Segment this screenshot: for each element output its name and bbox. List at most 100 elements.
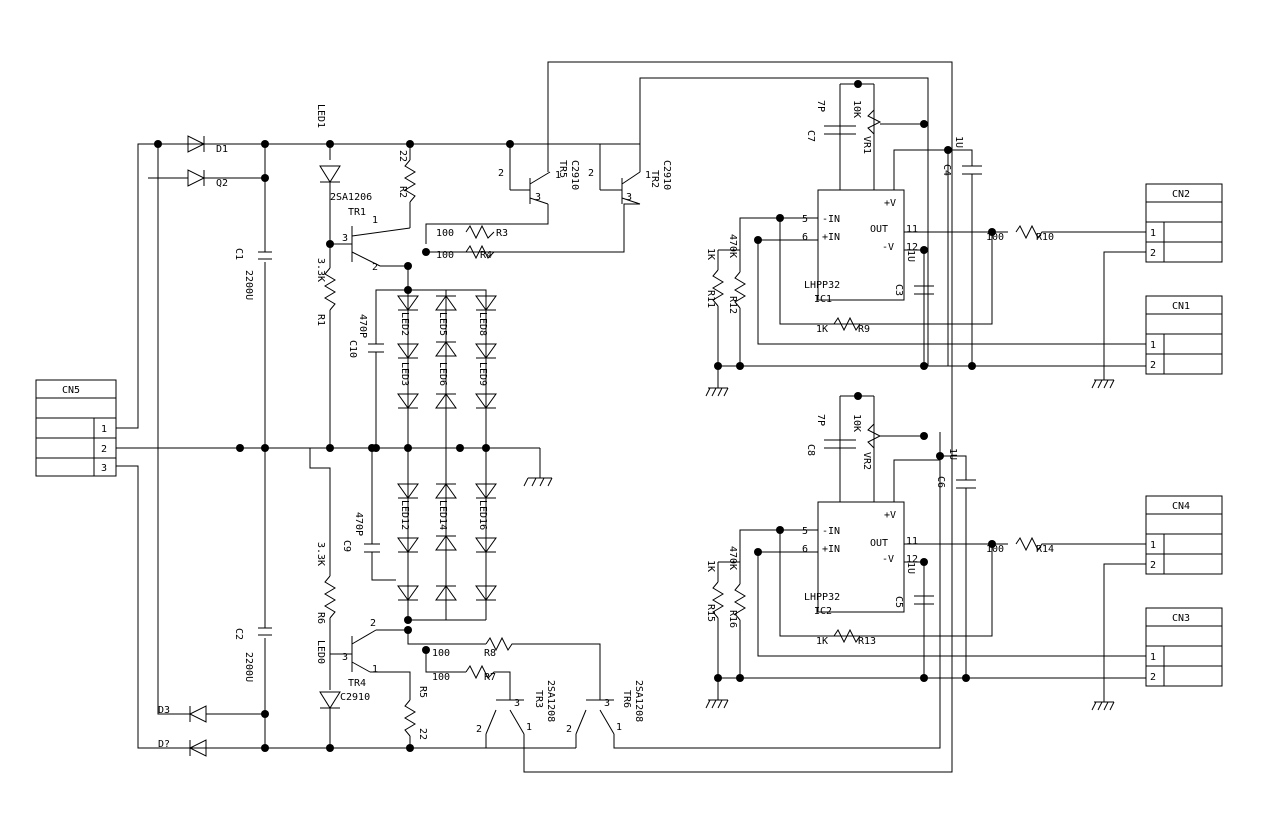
resistor-r2: R2 22 (397, 144, 416, 228)
svg-text:2: 2 (498, 168, 504, 179)
svg-text:R10: R10 (1036, 232, 1054, 243)
svg-text:470P: 470P (357, 314, 368, 338)
svg-text:TR6: TR6 (621, 690, 632, 708)
potentiometer-vr2: 10K VR2 (851, 414, 924, 470)
svg-text:LED14: LED14 (437, 500, 448, 530)
svg-text:R15: R15 (705, 604, 716, 622)
svg-text:3: 3 (535, 192, 541, 203)
cn5-pin1: 1 (101, 424, 107, 435)
svg-text:22: 22 (417, 728, 428, 740)
svg-text:2: 2 (588, 168, 594, 179)
svg-text:LED6: LED6 (437, 362, 448, 386)
svg-text:IC2: IC2 (814, 606, 832, 617)
wire-cn5-pin1 (116, 143, 330, 429)
capacitor-c2: C2 2200U (233, 627, 272, 682)
svg-text:2: 2 (476, 724, 482, 735)
svg-text:R13: R13 (858, 636, 876, 647)
connector-cn4: CN4 1 2 (1145, 495, 1223, 575)
ground-symbol-cn2 (1091, 379, 1115, 389)
svg-text:1K: 1K (816, 324, 828, 335)
junction-dots (154, 80, 996, 752)
svg-text:10K: 10K (851, 414, 862, 432)
svg-text:LED12: LED12 (399, 500, 410, 530)
ic-ic1: -IN +IN OUT -V +V LHPP32 IC1 5 6 11 12 (802, 189, 918, 305)
svg-text:C1: C1 (233, 248, 244, 260)
svg-text:3.3K: 3.3K (315, 258, 326, 282)
svg-text:C2: C2 (233, 628, 244, 640)
svg-text:Q2: Q2 (216, 178, 228, 189)
connector-cn3: CN3 1 2 (1145, 607, 1223, 687)
svg-text:TR3: TR3 (533, 690, 544, 708)
svg-text:R4: R4 (480, 250, 492, 261)
svg-text:2200U: 2200U (243, 270, 254, 300)
transistor-tr4: 231 TR4 C2910 (330, 618, 411, 703)
svg-text:2: 2 (1150, 248, 1156, 259)
resistor-r5: R5 22 (404, 686, 428, 748)
svg-text:-IN: -IN (822, 214, 840, 225)
svg-text:+V: +V (884, 510, 896, 521)
svg-text:R3: R3 (496, 228, 508, 239)
svg-text:2SA1208: 2SA1208 (633, 680, 644, 722)
resistor-r6: R6 3.3K (309, 448, 336, 690)
connector-cn5: CN5 1 2 3 (35, 379, 117, 477)
svg-text:1: 1 (555, 170, 561, 181)
capacitor-c9: C9 470P (341, 448, 396, 581)
resistor-r12: R12 470K (727, 234, 746, 366)
tr1-type: 2SA1206 (330, 192, 372, 203)
svg-text:1: 1 (1150, 228, 1156, 239)
svg-text:100: 100 (436, 250, 454, 261)
svg-text:LED16: LED16 (477, 500, 488, 530)
svg-text:12: 12 (906, 554, 918, 565)
svg-text:2: 2 (566, 724, 572, 735)
ground-symbol-mid (523, 448, 553, 487)
svg-text:1K: 1K (705, 560, 716, 572)
svg-text:C4: C4 (941, 164, 952, 176)
svg-text:-V: -V (882, 554, 894, 565)
resistor-r4: 100 R4 (436, 244, 495, 261)
svg-text:R16: R16 (727, 610, 738, 628)
svg-text:1: 1 (1150, 340, 1156, 351)
svg-text:C8: C8 (805, 444, 816, 456)
svg-text:R14: R14 (1036, 544, 1054, 555)
svg-text:2200U: 2200U (243, 652, 254, 682)
svg-text:LED2: LED2 (399, 312, 410, 336)
svg-text:2: 2 (370, 618, 376, 629)
svg-text:6: 6 (802, 232, 808, 243)
diode-d1: D1 (187, 135, 228, 155)
svg-text:R7: R7 (484, 672, 496, 683)
ground-symbol-ic2 (705, 678, 729, 709)
svg-text:+IN: +IN (822, 544, 840, 555)
svg-text:1U: 1U (953, 136, 964, 148)
svg-text:10K: 10K (851, 100, 862, 118)
svg-text:5: 5 (802, 214, 808, 225)
svg-text:2SA1208: 2SA1208 (545, 680, 556, 722)
svg-text:R8: R8 (484, 648, 496, 659)
led-array-lower: LED12 LED14 LED16 (397, 448, 497, 621)
svg-text:C5: C5 (893, 596, 904, 608)
svg-text:1U: 1U (905, 562, 916, 574)
svg-text:LED0: LED0 (315, 640, 326, 664)
ground-symbol-cn4 (1091, 701, 1115, 711)
svg-text:-IN: -IN (822, 526, 840, 537)
svg-text:7P: 7P (815, 414, 826, 426)
svg-text:R6: R6 (315, 612, 326, 624)
capacitor-c7: C7 7P (805, 100, 856, 142)
svg-text:R2: R2 (397, 186, 408, 198)
svg-text:-V: -V (882, 242, 894, 253)
svg-text:100: 100 (432, 672, 450, 683)
svg-text:3: 3 (626, 192, 632, 203)
capacitor-c4: C4 1U (941, 136, 982, 366)
svg-text:D?: D? (158, 739, 170, 750)
svg-text:3: 3 (342, 652, 348, 663)
svg-text:R12: R12 (727, 296, 738, 314)
svg-text:C7: C7 (805, 130, 816, 142)
svg-text:7P: 7P (815, 100, 826, 112)
svg-text:100: 100 (986, 544, 1004, 555)
capacitor-c3: C3 1U (893, 250, 934, 296)
svg-text:C10: C10 (347, 340, 358, 358)
svg-text:LED5: LED5 (437, 312, 448, 336)
svg-text:C3: C3 (893, 284, 904, 296)
svg-text:LED9: LED9 (477, 362, 488, 386)
